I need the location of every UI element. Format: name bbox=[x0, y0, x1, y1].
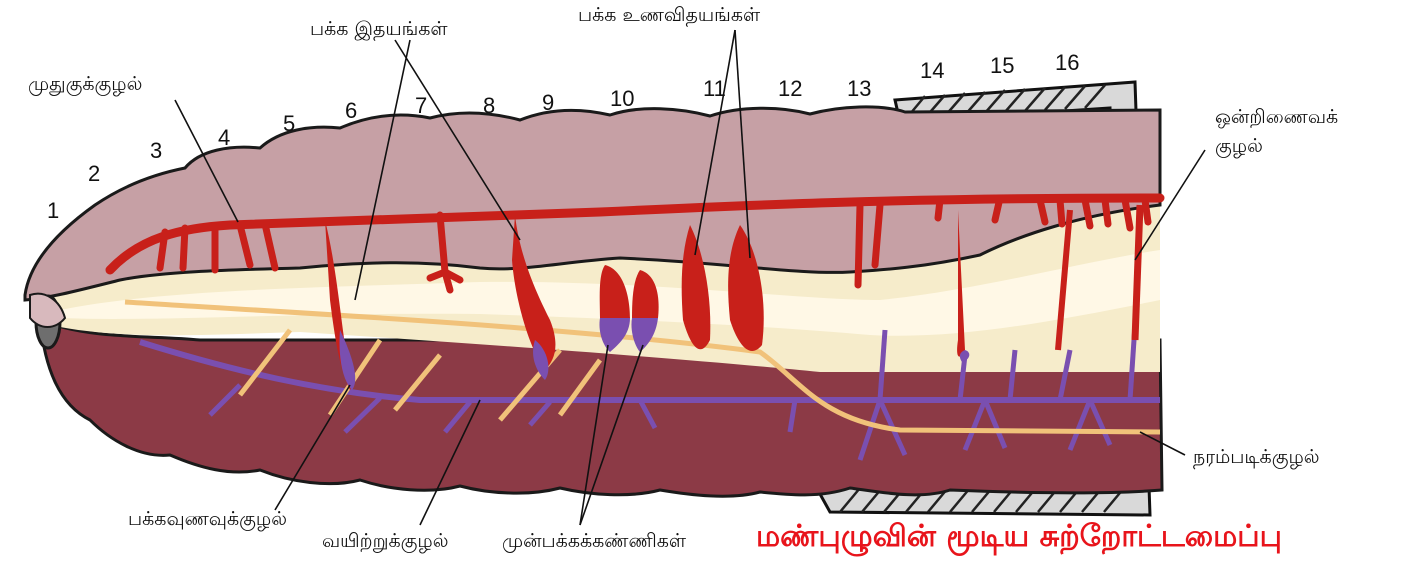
segment-number: 14 bbox=[920, 60, 944, 82]
ventral-vessel-label: வயிற்றுக்குழல் bbox=[322, 532, 449, 551]
segment-number: 13 bbox=[847, 78, 871, 100]
diagram-title: மண்புழுவின் மூடிய சுற்றோட்டமைப்பு bbox=[756, 522, 1282, 552]
commissural-vessel-label-line1: ஒன்றிணைவக் bbox=[1215, 108, 1338, 127]
lateral-oesophageal-vessel-label: பக்கவுணவுக்குழல் bbox=[128, 510, 287, 529]
segment-number: 6 bbox=[345, 100, 357, 122]
segment-number: 1 bbox=[47, 200, 59, 222]
segment-number: 16 bbox=[1055, 52, 1079, 74]
segment-number: 2 bbox=[88, 163, 100, 185]
segment-number: 10 bbox=[610, 88, 634, 110]
lateral-hearts-label: பக்க இதயங்கள் bbox=[310, 20, 448, 39]
segment-number: 11 bbox=[703, 78, 726, 100]
anterior-loops-label: முன்பக்கக்கண்ணிகள் bbox=[502, 532, 686, 551]
segment-number: 9 bbox=[542, 92, 554, 114]
segment-number: 7 bbox=[415, 95, 427, 117]
subneural-vessel-label: நரம்படிக்குழல் bbox=[1193, 448, 1320, 467]
segment-number: 3 bbox=[150, 140, 162, 162]
segment-number: 15 bbox=[990, 55, 1014, 77]
segment-number: 12 bbox=[778, 78, 802, 100]
segment-number: 4 bbox=[218, 127, 230, 149]
commissural-vessel-label-line2: குழல் bbox=[1215, 137, 1263, 156]
lateral-oesophageal-hearts-label: பக்க உணவிதயங்கள் bbox=[578, 6, 760, 25]
dorsal-vessel-label: முதுகுக்குழல் bbox=[28, 75, 142, 94]
segment-number: 8 bbox=[483, 95, 495, 117]
segment-number: 5 bbox=[283, 113, 295, 135]
